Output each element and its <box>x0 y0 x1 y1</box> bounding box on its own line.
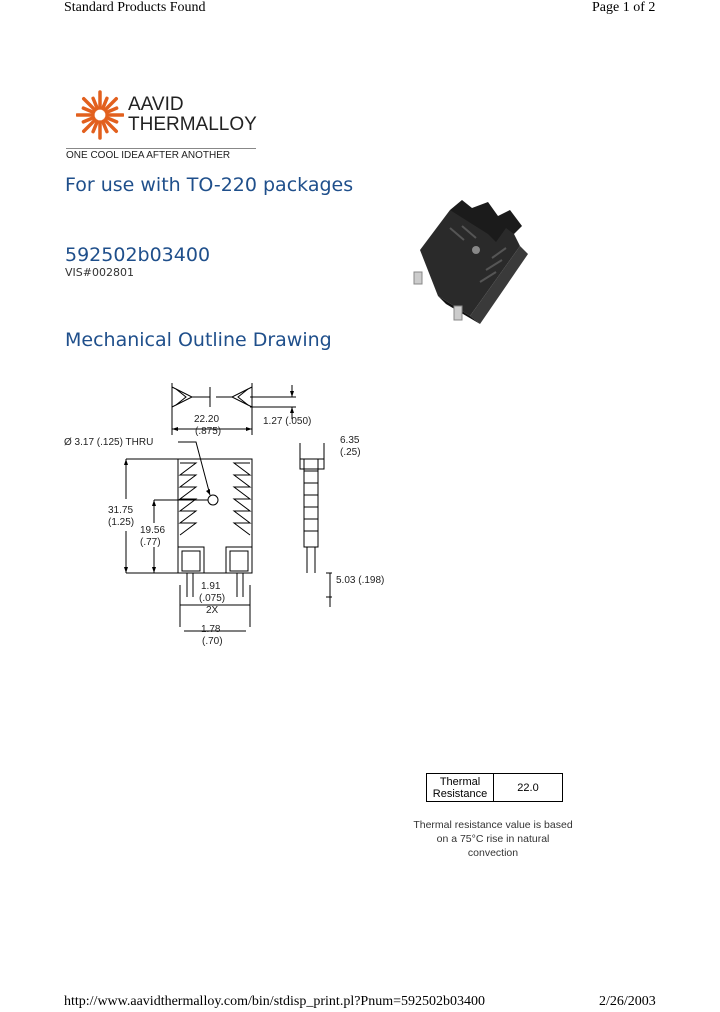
heatsink-photo <box>413 200 528 324</box>
sunburst-logo-icon <box>76 90 124 140</box>
mechanical-outline-drawing <box>124 383 332 632</box>
dim-hole-diameter: Ø 3.17 (.125) THRU <box>64 437 154 448</box>
part-number: 592502b03400 <box>65 244 211 266</box>
dim-pin-count: 2X <box>206 605 219 616</box>
dim-pin-spacing-in: (.70) <box>202 636 223 647</box>
dim-height-in: (1.25) <box>108 517 135 528</box>
section-title: Mechanical Outline Drawing <box>65 329 332 351</box>
dim-pin-spacing-mm: 1.78 <box>201 624 221 635</box>
company-logo: AAVID THERMALLOY ONE COOL IDEA AFTER ANO… <box>66 90 257 162</box>
dim-pin-width-mm: 1.91 <box>201 581 221 592</box>
dim-depth-mm: 6.35 <box>340 435 360 446</box>
footer-url: http://www.aavidthermalloy.com/bin/stdis… <box>64 994 485 1009</box>
dim-hole-height-in: (.77) <box>140 537 161 548</box>
dim-hole-height-mm: 19.56 <box>140 525 166 536</box>
dim-width-mm: 22.20 <box>194 414 220 425</box>
logo-tagline: ONE COOL IDEA AFTER ANOTHER <box>66 150 231 161</box>
dim-height-mm: 31.75 <box>108 505 134 516</box>
logo-text-aavid: AAVID <box>128 94 184 115</box>
thermal-note: Thermal resistance value is based on a 7… <box>413 819 573 859</box>
thermal-resistance-value: 22.0 <box>493 773 563 802</box>
dim-pin-length: 5.03 (.198) <box>336 575 385 586</box>
footer-date: 2/26/2003 <box>599 994 656 1009</box>
usage-title: For use with TO-220 packages <box>65 174 354 196</box>
logo-text-thermalloy: THERMALLOY <box>128 114 257 135</box>
dim-depth-in: (.25) <box>340 447 361 458</box>
dim-width-in: (.875) <box>195 426 222 437</box>
vis-number: VIS#002801 <box>65 266 134 279</box>
print-header-title: Standard Products Found <box>64 0 206 15</box>
dim-pin-width-in: (.075) <box>199 593 226 604</box>
dim-thickness: 1.27 (.050) <box>263 416 312 427</box>
page-number: Page 1 of 2 <box>592 0 656 15</box>
